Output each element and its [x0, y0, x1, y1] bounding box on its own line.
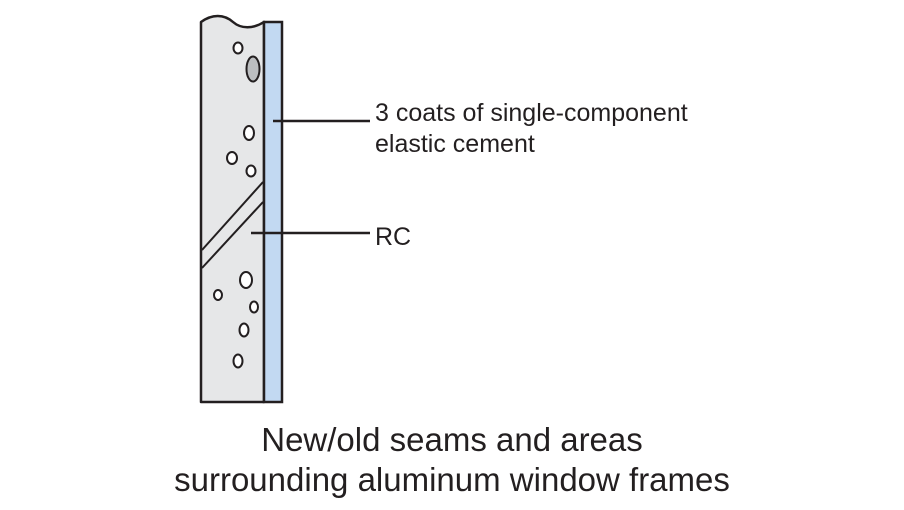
elastic-cement-layer — [262, 20, 284, 404]
rc-callout-label: RC — [375, 223, 412, 251]
aggregate-void — [238, 322, 250, 338]
aggregate-voids — [213, 41, 261, 369]
caption-line1: New/old seams and areas — [261, 421, 643, 458]
coating-callout-line1: 3 coats of single-component — [375, 99, 688, 127]
aggregate-void — [232, 353, 244, 369]
caption-line2: surrounding aluminum window frames — [174, 461, 730, 498]
aggregate-void — [245, 55, 261, 83]
coating-callout-label: 3 coats of single-component elastic ceme… — [375, 98, 688, 160]
diagram-caption: New/old seams and areas surrounding alum… — [0, 420, 904, 500]
coating-callout-line2: elastic cement — [375, 130, 535, 158]
aggregate-void — [243, 125, 255, 141]
aggregate-void — [226, 151, 238, 165]
aggregate-void — [239, 271, 253, 289]
aggregate-void — [245, 164, 257, 178]
rc-wall-body — [199, 14, 266, 404]
aggregate-void — [249, 300, 259, 314]
seam-line — [201, 201, 264, 269]
aggregate-void — [213, 289, 223, 301]
seam-line — [201, 181, 264, 251]
aggregate-void — [232, 41, 244, 55]
seam-lines — [201, 181, 264, 269]
